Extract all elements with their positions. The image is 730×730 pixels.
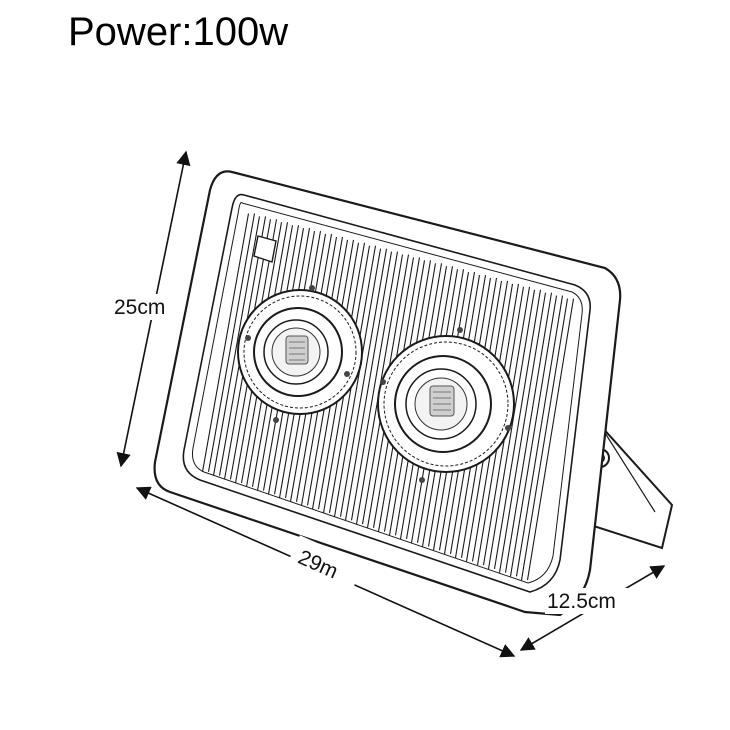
- fin-line: [526, 298, 575, 581]
- lens-module-left: [237, 285, 363, 423]
- lens-module-right: [377, 327, 515, 483]
- fin-line: [201, 213, 250, 472]
- fin-line: [333, 248, 382, 517]
- power-title: Power:100w: [68, 10, 289, 54]
- fin-line: [212, 216, 261, 476]
- fin-line: [344, 251, 393, 521]
- fin-line: [339, 248, 388, 517]
- fin-line: [207, 213, 256, 472]
- fin-line: [520, 298, 569, 581]
- depth-dimension: 12.5cm: [519, 565, 666, 651]
- fin-line: [515, 295, 564, 577]
- fin-line: [350, 251, 399, 521]
- height-label: 25cm: [114, 296, 165, 319]
- depth-label: 12.5cm: [547, 590, 616, 613]
- vent-tab: [253, 235, 277, 263]
- height-dimension: 25cm: [112, 150, 191, 468]
- fin-line: [509, 295, 558, 577]
